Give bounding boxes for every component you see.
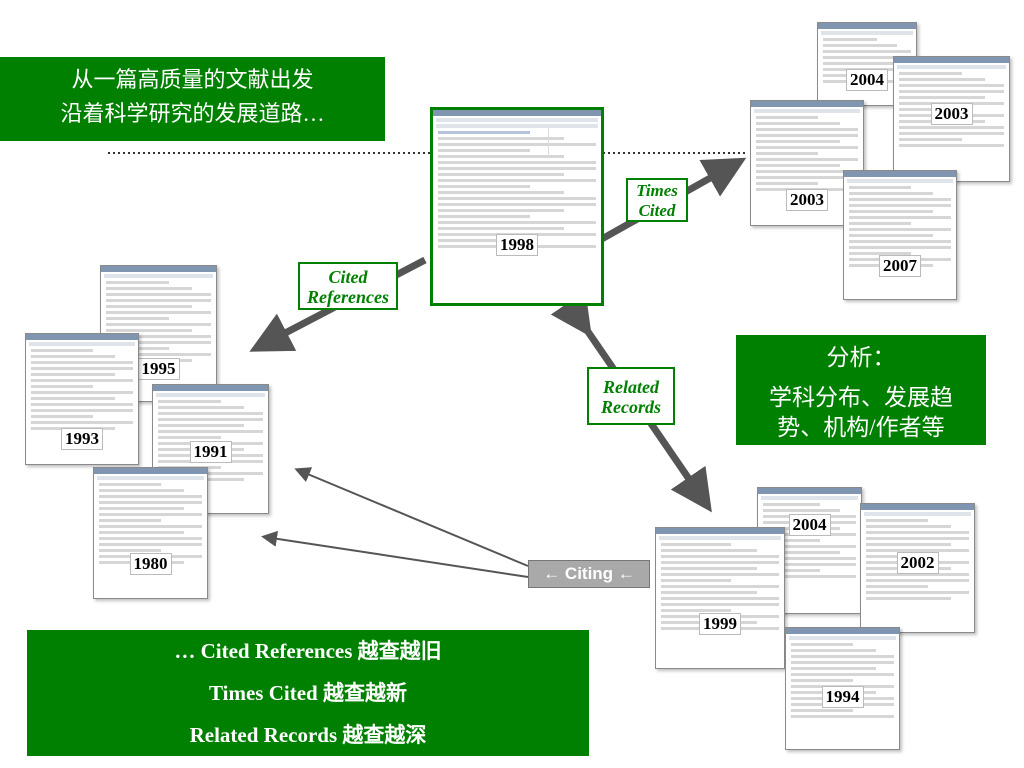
year-label: 1998 xyxy=(496,234,538,256)
analysis-line-1: 学科分布、发展趋 xyxy=(769,385,953,410)
year-label: 2003 xyxy=(786,189,828,211)
analysis-title: 分析： xyxy=(826,345,896,370)
related-record-1994[interactable]: 1994 xyxy=(785,627,900,750)
citing-arrow-lower xyxy=(261,530,529,578)
related-record-1999[interactable]: 1999 xyxy=(655,527,785,669)
year-label: 2004 xyxy=(788,514,831,536)
year-label: 2007 xyxy=(879,255,921,277)
analysis-line-2: 势、机构/作者等 xyxy=(777,415,945,440)
summary-line-2: Times Cited 越查越新 xyxy=(209,681,407,705)
year-label: 1995 xyxy=(137,358,180,380)
year-label: 1999 xyxy=(699,613,741,635)
year-label: 2003 xyxy=(930,103,973,125)
times-cited-record-2003a[interactable]: 2003 xyxy=(893,56,1010,182)
year-label: 1993 xyxy=(61,428,103,450)
summary-line-3: Related Records 越查越深 xyxy=(189,723,427,747)
intro-line-1: 从一篇高质量的文献出发 xyxy=(71,67,314,92)
center-record-page[interactable]: 1998 xyxy=(430,107,604,306)
times-cited-record-2007[interactable]: 2007 xyxy=(843,170,957,300)
year-label: 1994 xyxy=(821,686,864,708)
year-label: 2002 xyxy=(896,552,939,574)
year-label: 2004 xyxy=(846,69,888,91)
cited-reference-record-1980[interactable]: 1980 xyxy=(93,467,208,599)
year-label: 1980 xyxy=(129,553,172,575)
analysis-box: 分析： 学科分布、发展趋 势、机构/作者等 xyxy=(736,335,986,445)
times-cited-record-2003b[interactable]: 2003 xyxy=(750,100,864,226)
summary-box: … Cited References 越查越旧 Times Cited 越查越新… xyxy=(27,630,589,756)
year-label: 1991 xyxy=(189,441,232,463)
summary-line-1: … Cited References 越查越旧 xyxy=(174,639,442,663)
citing-label: ← Citing ← xyxy=(528,560,650,588)
cited-references-label: Cited References xyxy=(298,262,398,310)
intro-line-2: 沿着科学研究的发展道路… xyxy=(60,101,325,126)
related-record-2002[interactable]: 2002 xyxy=(860,503,975,633)
cited-reference-record-1993[interactable]: 1993 xyxy=(25,333,139,465)
intro-box: 从一篇高质量的文献出发 沿着科学研究的发展道路… xyxy=(0,57,385,141)
citing-arrow-upper xyxy=(294,467,529,567)
related-records-label: Related Records xyxy=(587,367,675,425)
times-cited-label: Times Cited xyxy=(626,178,688,222)
